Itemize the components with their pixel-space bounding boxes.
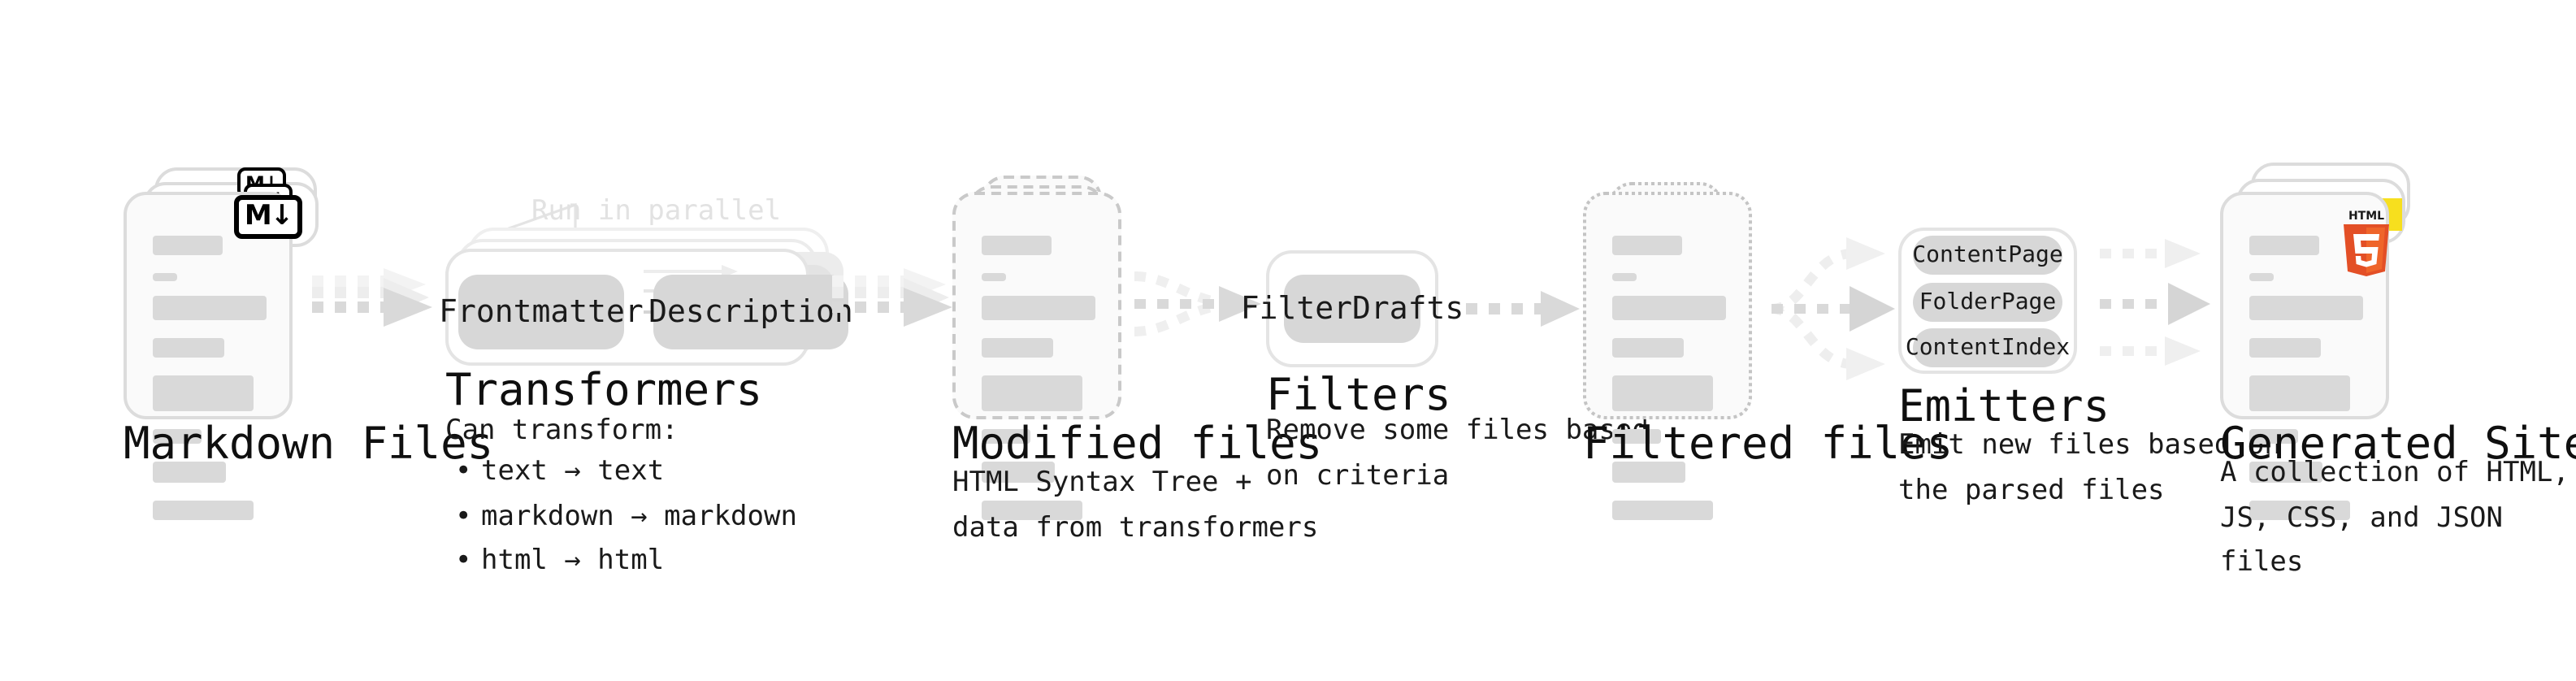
- content-bar: [982, 338, 1054, 358]
- heading-filters: Filters: [1266, 371, 1451, 421]
- content-bar: [2249, 273, 2275, 281]
- content-bar: [2249, 375, 2350, 411]
- arrow-filtered-to-emitters-fanout: [1771, 237, 1895, 380]
- content-bar: [982, 375, 1082, 411]
- arrow-transformers-to-modified: [832, 268, 952, 327]
- content-bar: [982, 296, 1095, 320]
- content-bar: [1612, 429, 1662, 444]
- content-bar: [2249, 338, 2322, 358]
- content-bar: [153, 429, 202, 444]
- markdown-badge: M↓: [234, 195, 302, 239]
- chip-contentindex[interactable]: ContentIndex: [1906, 328, 2070, 367]
- heading-transformers: Transformers: [445, 366, 763, 416]
- content-bar: [2249, 462, 2322, 483]
- content-bar: [1612, 273, 1637, 281]
- chip-frontmatter[interactable]: Frontmatter: [439, 275, 644, 349]
- caption-modified-files: HTML Syntax Tree + data from transformer…: [952, 466, 1319, 544]
- caption-generated-site: A collection of HTML, JS, CSS, and JSON …: [2220, 457, 2569, 579]
- content-bar: [2249, 429, 2299, 444]
- content-bar: [982, 273, 1007, 281]
- content-bar: [1612, 501, 1713, 520]
- content-bar: [153, 501, 254, 520]
- heading-markdown-files: Markdown Files: [124, 419, 494, 470]
- content-bar: [1612, 375, 1713, 411]
- content-bar: [982, 501, 1082, 520]
- svg-text:HTML: HTML: [2348, 210, 2384, 223]
- arrow-md-to-transformers: [312, 268, 432, 327]
- transformers-bullet-list: text → text markdown → markdown html → h…: [455, 450, 797, 584]
- heading-filtered-files: Filtered files: [1583, 419, 1954, 470]
- chip-filterdrafts[interactable]: FilterDrafts: [1241, 275, 1464, 343]
- chip-contentpage[interactable]: ContentPage: [1912, 236, 2063, 275]
- run-in-parallel-label: Run in parallel: [531, 195, 782, 228]
- content-bar: [2249, 236, 2320, 255]
- heading-emitters: Emitters: [1898, 382, 2110, 432]
- html5-badge: HTML: [2335, 205, 2397, 276]
- content-bar: [1612, 462, 1685, 483]
- modified-card-front: [952, 192, 1121, 520]
- content-bar: [153, 375, 254, 411]
- arrow-modified-to-filters: [1134, 271, 1261, 336]
- filtered-card-front: [1583, 192, 1752, 520]
- caption-emitters: Emit new files based on the parsed files: [1898, 429, 2281, 507]
- bullet-item: markdown → markdown: [455, 495, 797, 540]
- content-bar: [153, 296, 267, 320]
- caption-filters: Remove some files based on criteria: [1266, 414, 1649, 492]
- content-bar: [153, 338, 225, 358]
- content-bar: [1612, 296, 1726, 320]
- heading-modified-files: Modified files: [952, 419, 1323, 470]
- caption-transformers-title: Can transform:: [445, 414, 679, 447]
- content-bar: [2249, 501, 2350, 520]
- chip-description[interactable]: Description: [648, 275, 853, 349]
- arrow-emitters-to-site: [2100, 239, 2210, 366]
- chip-folderpage[interactable]: FolderPage: [1913, 283, 2062, 322]
- content-bar: [982, 429, 1031, 444]
- bullet-item: text → text: [455, 450, 797, 495]
- markdown-card-front: [124, 192, 293, 520]
- content-bar: [2249, 296, 2363, 320]
- content-bar: [153, 462, 226, 483]
- content-bar: [1612, 338, 1685, 358]
- bullet-item: html → html: [455, 540, 797, 584]
- content-bar: [982, 236, 1052, 255]
- content-bar: [153, 236, 223, 255]
- arrow-filters-to-filtered: [1466, 291, 1580, 327]
- content-bar: [1612, 236, 1683, 255]
- content-bar: [153, 273, 178, 281]
- heading-generated-site: Generated Site: [2220, 419, 2576, 470]
- content-bar: [982, 462, 1055, 483]
